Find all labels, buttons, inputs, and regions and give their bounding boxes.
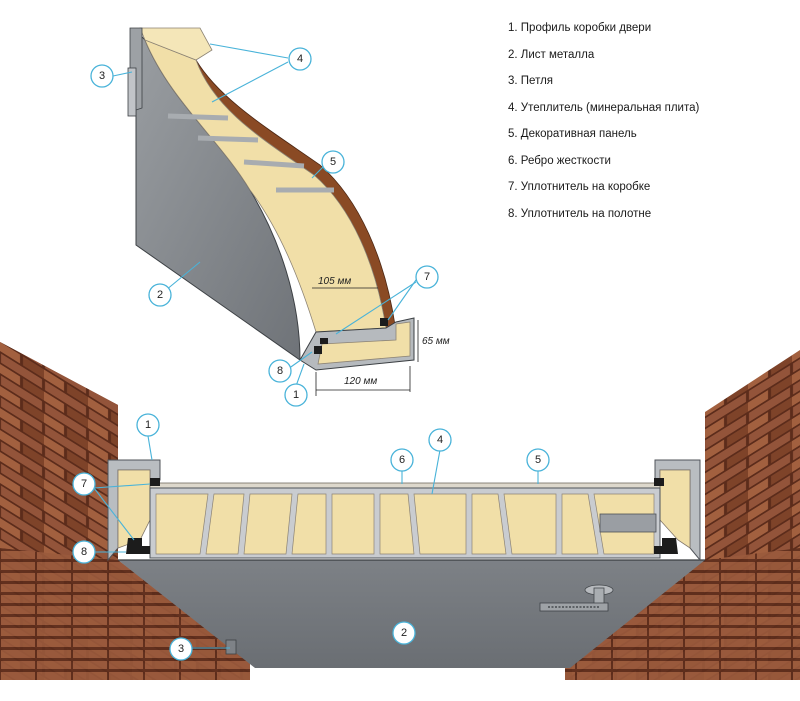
lock-body	[599, 513, 657, 533]
svg-text:5: 5	[535, 454, 541, 466]
vertical-section-detail: 105 мм 65 мм 120 мм	[127, 27, 450, 396]
callout-2-bottom: 2	[392, 621, 416, 645]
horizontal-section	[107, 459, 705, 668]
callout-5-bottom: 5	[526, 448, 550, 472]
callout-7-bottom: 7	[72, 472, 96, 496]
callout-4-bottom: 4	[428, 428, 452, 452]
svg-text:1: 1	[145, 419, 151, 431]
handle	[539, 584, 614, 612]
dimension-width: 120 мм	[344, 376, 377, 387]
legend-item: 7. Уплотнитель на коробке	[508, 181, 651, 193]
svg-text:1: 1	[293, 389, 299, 401]
svg-text:4: 4	[297, 53, 303, 65]
svg-text:8: 8	[81, 546, 87, 558]
callout-7-top: 7	[415, 265, 439, 289]
dimension-height: 65 мм	[422, 336, 450, 347]
legend: 1. Профиль коробки двери 2. Лист металла…	[508, 20, 798, 232]
legend-item: 8. Уплотнитель на полотне	[508, 207, 652, 220]
legend-item: 2. Лист металла	[508, 48, 595, 61]
callout-5-top: 5	[321, 150, 345, 174]
svg-text:4: 4	[437, 434, 443, 446]
callout-2-top: 2	[148, 283, 172, 307]
callout-3-bottom: 3	[169, 637, 193, 661]
callout-8-top: 8	[268, 359, 292, 383]
callout-8-bottom: 8	[72, 540, 96, 564]
callout-3-top: 3	[90, 64, 114, 88]
svg-text:6: 6	[399, 454, 405, 466]
insulation-cells	[155, 493, 655, 555]
svg-text:3: 3	[99, 70, 105, 82]
decorative-panel-strip	[149, 482, 661, 489]
leader-lines	[93, 43, 539, 649]
svg-text:2: 2	[157, 289, 163, 301]
legend-item: 3. Петля	[508, 75, 554, 87]
legend-item: 4. Утеплитель (минеральная плита)	[508, 101, 700, 114]
svg-text:3: 3	[178, 643, 184, 655]
callout-4-top: 4	[288, 47, 312, 71]
legend-item: 6. Ребро жесткости	[508, 154, 611, 167]
svg-text:7: 7	[81, 478, 87, 490]
legend-item: 5. Декоративная панель	[508, 128, 637, 140]
svg-text:7: 7	[424, 271, 430, 283]
seals	[126, 478, 678, 554]
callout-1-bottom: 1	[136, 413, 160, 437]
svg-text:2: 2	[401, 627, 407, 639]
svg-text:5: 5	[330, 156, 336, 168]
legend-item: 1. Профиль коробки двери	[508, 22, 652, 34]
hinge-upper	[127, 67, 137, 117]
callout-1-top: 1	[284, 383, 308, 407]
dimension-thickness: 105 мм	[318, 276, 351, 287]
brick-wall-right	[565, 350, 800, 680]
hinge-lower	[225, 639, 237, 655]
metal-sheet-front	[118, 560, 705, 668]
callout-6-bottom: 6	[390, 448, 414, 472]
svg-text:8: 8	[277, 365, 283, 377]
